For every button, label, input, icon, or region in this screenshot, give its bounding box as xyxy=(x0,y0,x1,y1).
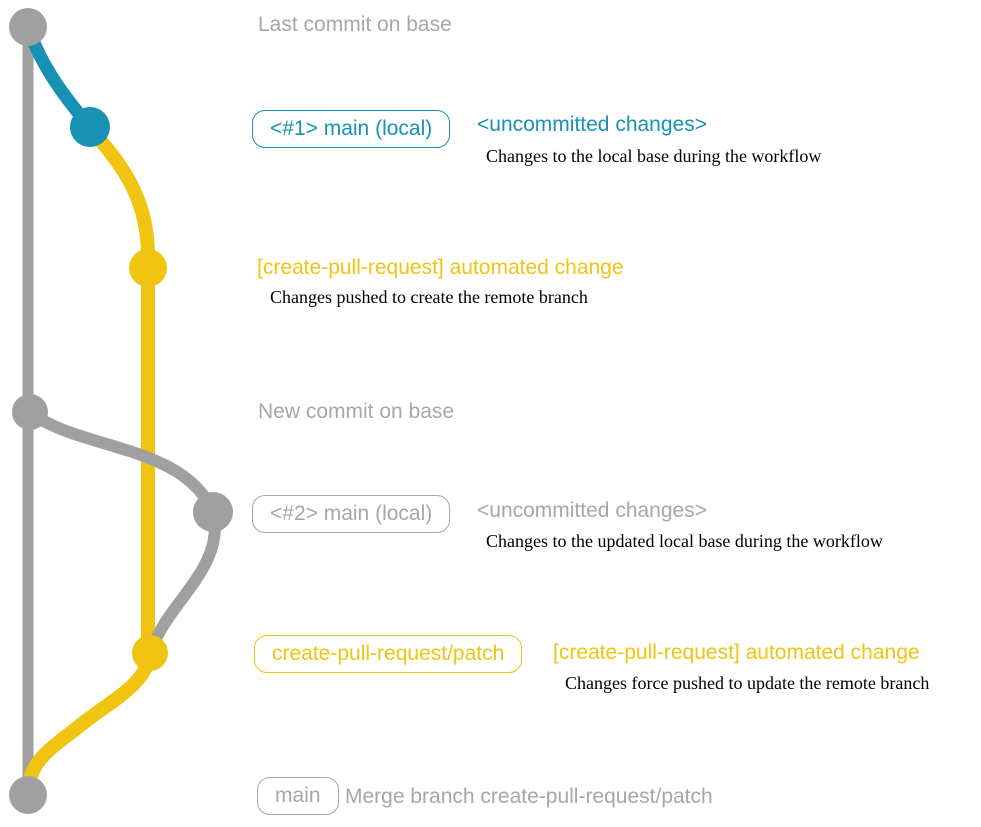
branch-badge-main-local-1: <#1> main (local) xyxy=(252,110,451,148)
commit-dot-automated-change-2 xyxy=(132,635,168,671)
branch-badge-main: main xyxy=(257,777,339,815)
local-main-2-branch-line xyxy=(24,406,221,654)
last-commit-label: Last commit on base xyxy=(258,13,452,36)
commit-dot-local-main-2 xyxy=(193,492,233,532)
commit-dot-last-base xyxy=(9,8,47,46)
automated-change-note-2: [create-pull-request] automated change xyxy=(553,641,920,664)
automated-change-note-1: [create-pull-request] automated change xyxy=(257,256,624,279)
commit-dot-merge xyxy=(9,776,47,814)
uncommitted-changes-caption-1: Changes to the local base during the wor… xyxy=(486,146,822,166)
uncommitted-changes-caption-2: Changes to the updated local base during… xyxy=(486,531,883,551)
automated-change-caption-2: Changes force pushed to update the remot… xyxy=(565,673,930,693)
merge-commit-label: Merge branch create-pull-request/patch xyxy=(345,785,713,808)
automated-change-caption-1: Changes pushed to create the remote bran… xyxy=(270,287,588,307)
commit-dot-automated-change-1 xyxy=(129,249,167,287)
branch-badge-patch: create-pull-request/patch xyxy=(254,635,523,673)
new-commit-label: New commit on base xyxy=(258,400,455,423)
patch-branch-line xyxy=(83,120,155,660)
merge-line xyxy=(21,646,157,802)
branch-badge-main-local-2: <#2> main (local) xyxy=(252,495,451,533)
uncommitted-changes-note-2: <uncommitted changes> xyxy=(477,499,707,522)
commit-dot-new-base xyxy=(12,394,48,430)
uncommitted-changes-note-1: <uncommitted changes> xyxy=(477,113,707,136)
commit-dot-local-main-1 xyxy=(70,107,110,147)
